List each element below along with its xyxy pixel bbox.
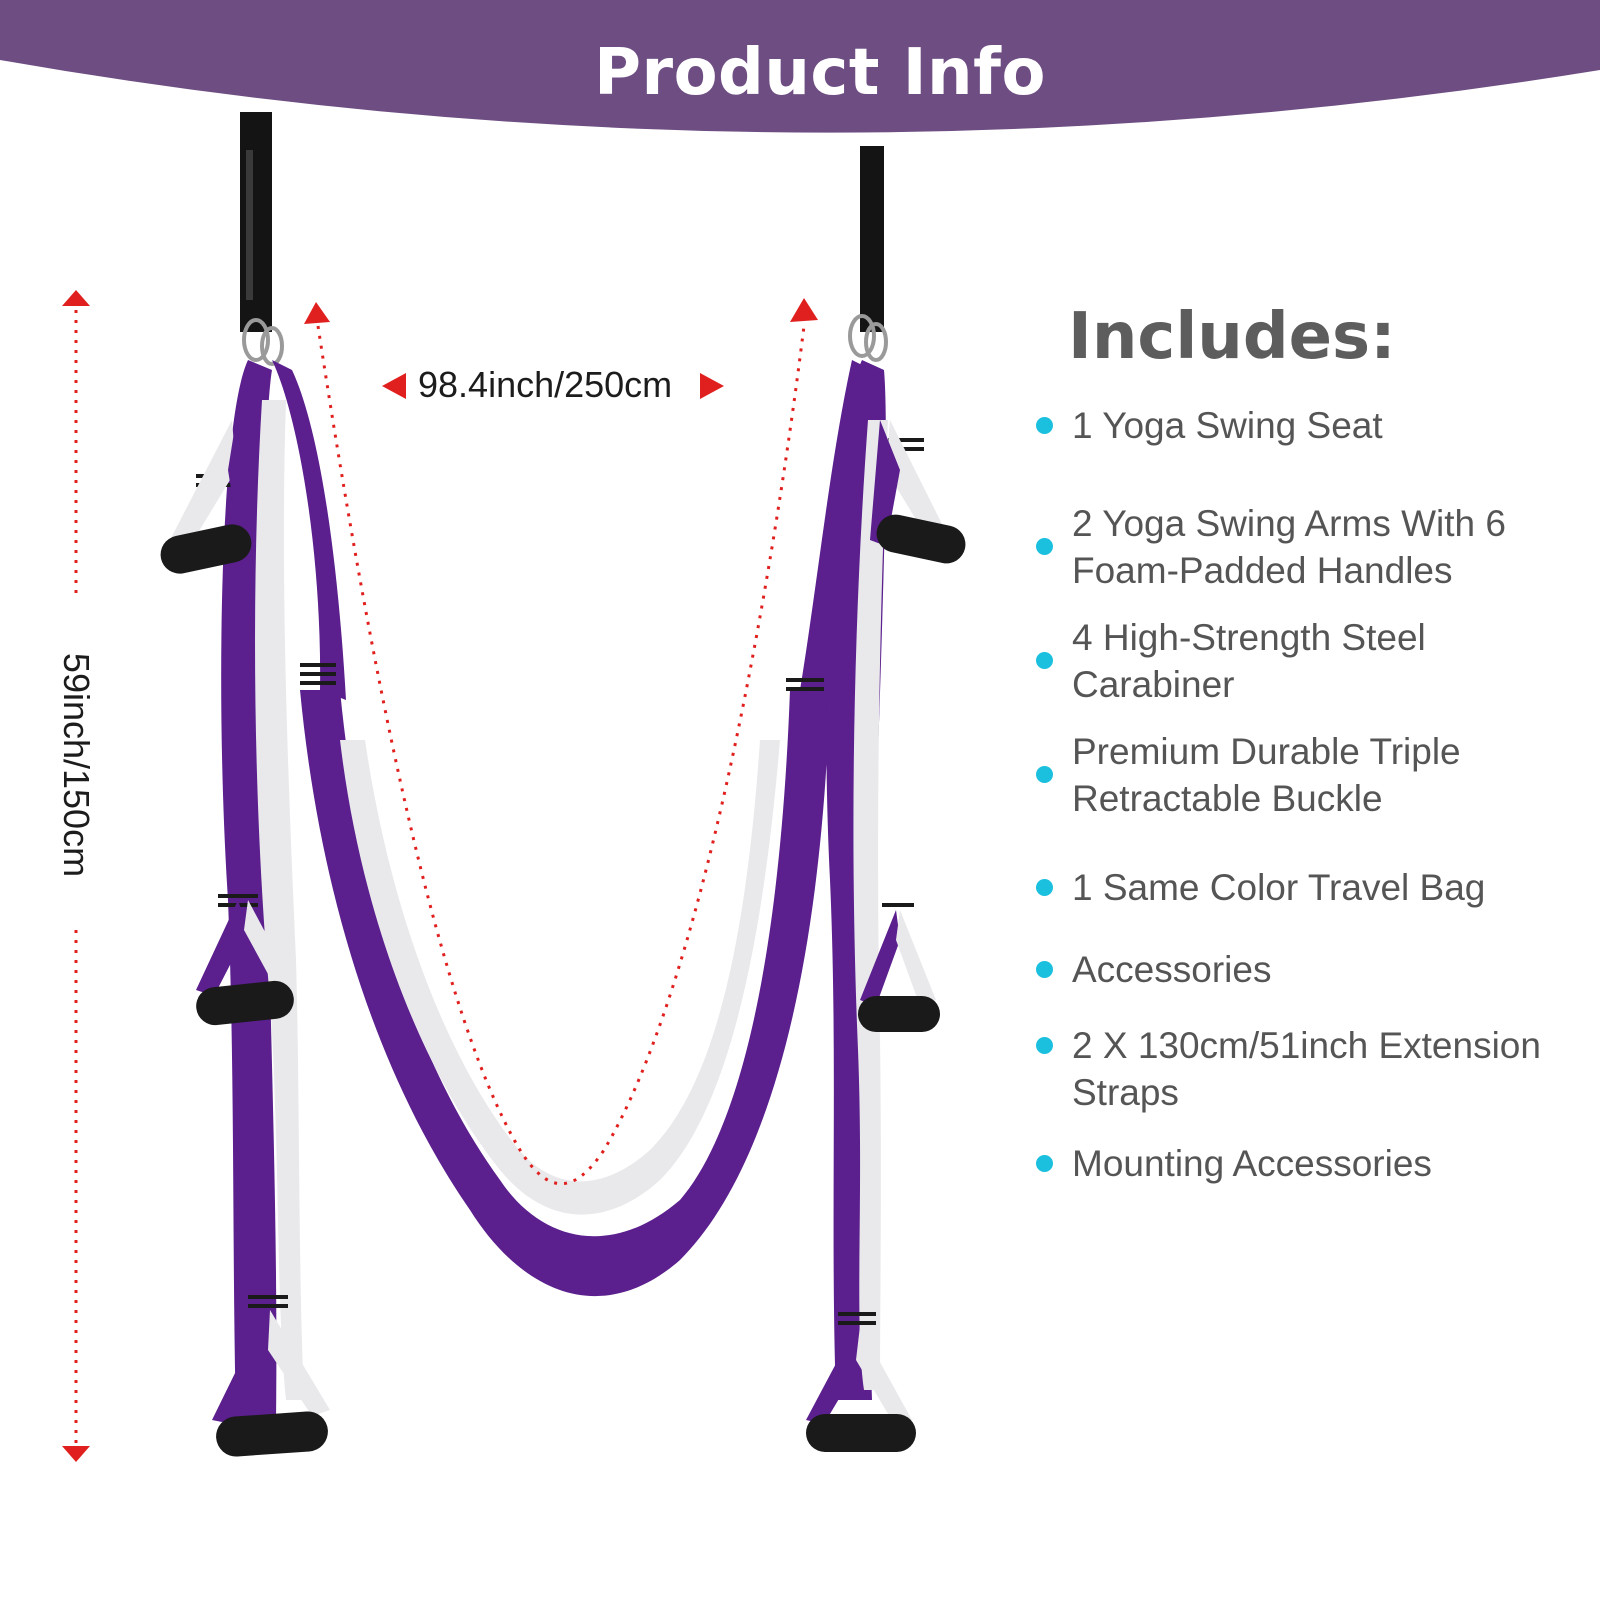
list-item-text: Mounting Accessories — [1072, 1143, 1432, 1184]
handle-loop-upper-left — [170, 420, 256, 546]
yoga-hammock-illustration — [62, 112, 966, 1462]
list-item-text: 2 Yoga Swing Arms With 6 Foam-Padded Han… — [1072, 503, 1506, 591]
handle-loop-middle-left — [196, 900, 296, 996]
list-item-text: 4 High-Strength Steel Carabiner — [1072, 617, 1426, 705]
handle-loop-middle-right — [860, 910, 936, 1006]
hammock-seat — [300, 690, 830, 1297]
ceiling-strap-right — [860, 146, 884, 332]
strap-left-lining — [255, 400, 304, 1400]
header-band — [0, 0, 1600, 133]
page-title: Product Info — [594, 36, 1046, 110]
height-dimension-line — [62, 290, 90, 1462]
list-item-text: 1 Same Color Travel Bag — [1072, 867, 1486, 908]
handle-loop-lower-right — [806, 1326, 912, 1424]
bullet-icon — [1036, 538, 1053, 555]
foam-handle — [160, 514, 966, 1457]
bullet-icon — [1036, 652, 1053, 669]
includes-heading: Includes: — [1068, 300, 1396, 374]
bullet-icon — [1036, 417, 1053, 434]
width-dimension-arrows — [382, 373, 724, 399]
list-item-text: 1 Yoga Swing Seat — [1072, 405, 1383, 446]
list-item-text: 2 X 130cm/51inch Extension Straps — [1072, 1025, 1541, 1113]
handle-loop-upper-right — [870, 420, 950, 546]
strap-left-inner — [272, 360, 346, 700]
height-dimension-label: 59inch/150cm — [56, 652, 97, 878]
carabiner-left — [242, 318, 284, 366]
seat-curve-dimension-line — [304, 298, 818, 1186]
ceiling-strap-left — [240, 112, 272, 332]
carabiner-right — [848, 314, 888, 362]
strap-right-lining — [853, 420, 888, 1390]
handle-loop-lower-left — [212, 1310, 330, 1424]
width-dimension-label: 98.4inch/250cm — [418, 364, 673, 405]
strap-right-inner — [800, 360, 872, 700]
bullet-icon — [1036, 1037, 1053, 1054]
list-item-text: Premium Durable Triple Retractable Buckl… — [1072, 731, 1461, 819]
bullet-icon — [1036, 1155, 1053, 1172]
bullet-icon — [1036, 766, 1053, 783]
bullet-icon — [1036, 879, 1053, 896]
bullet-icon — [1036, 961, 1053, 978]
list-item-text: Accessories — [1072, 949, 1272, 990]
